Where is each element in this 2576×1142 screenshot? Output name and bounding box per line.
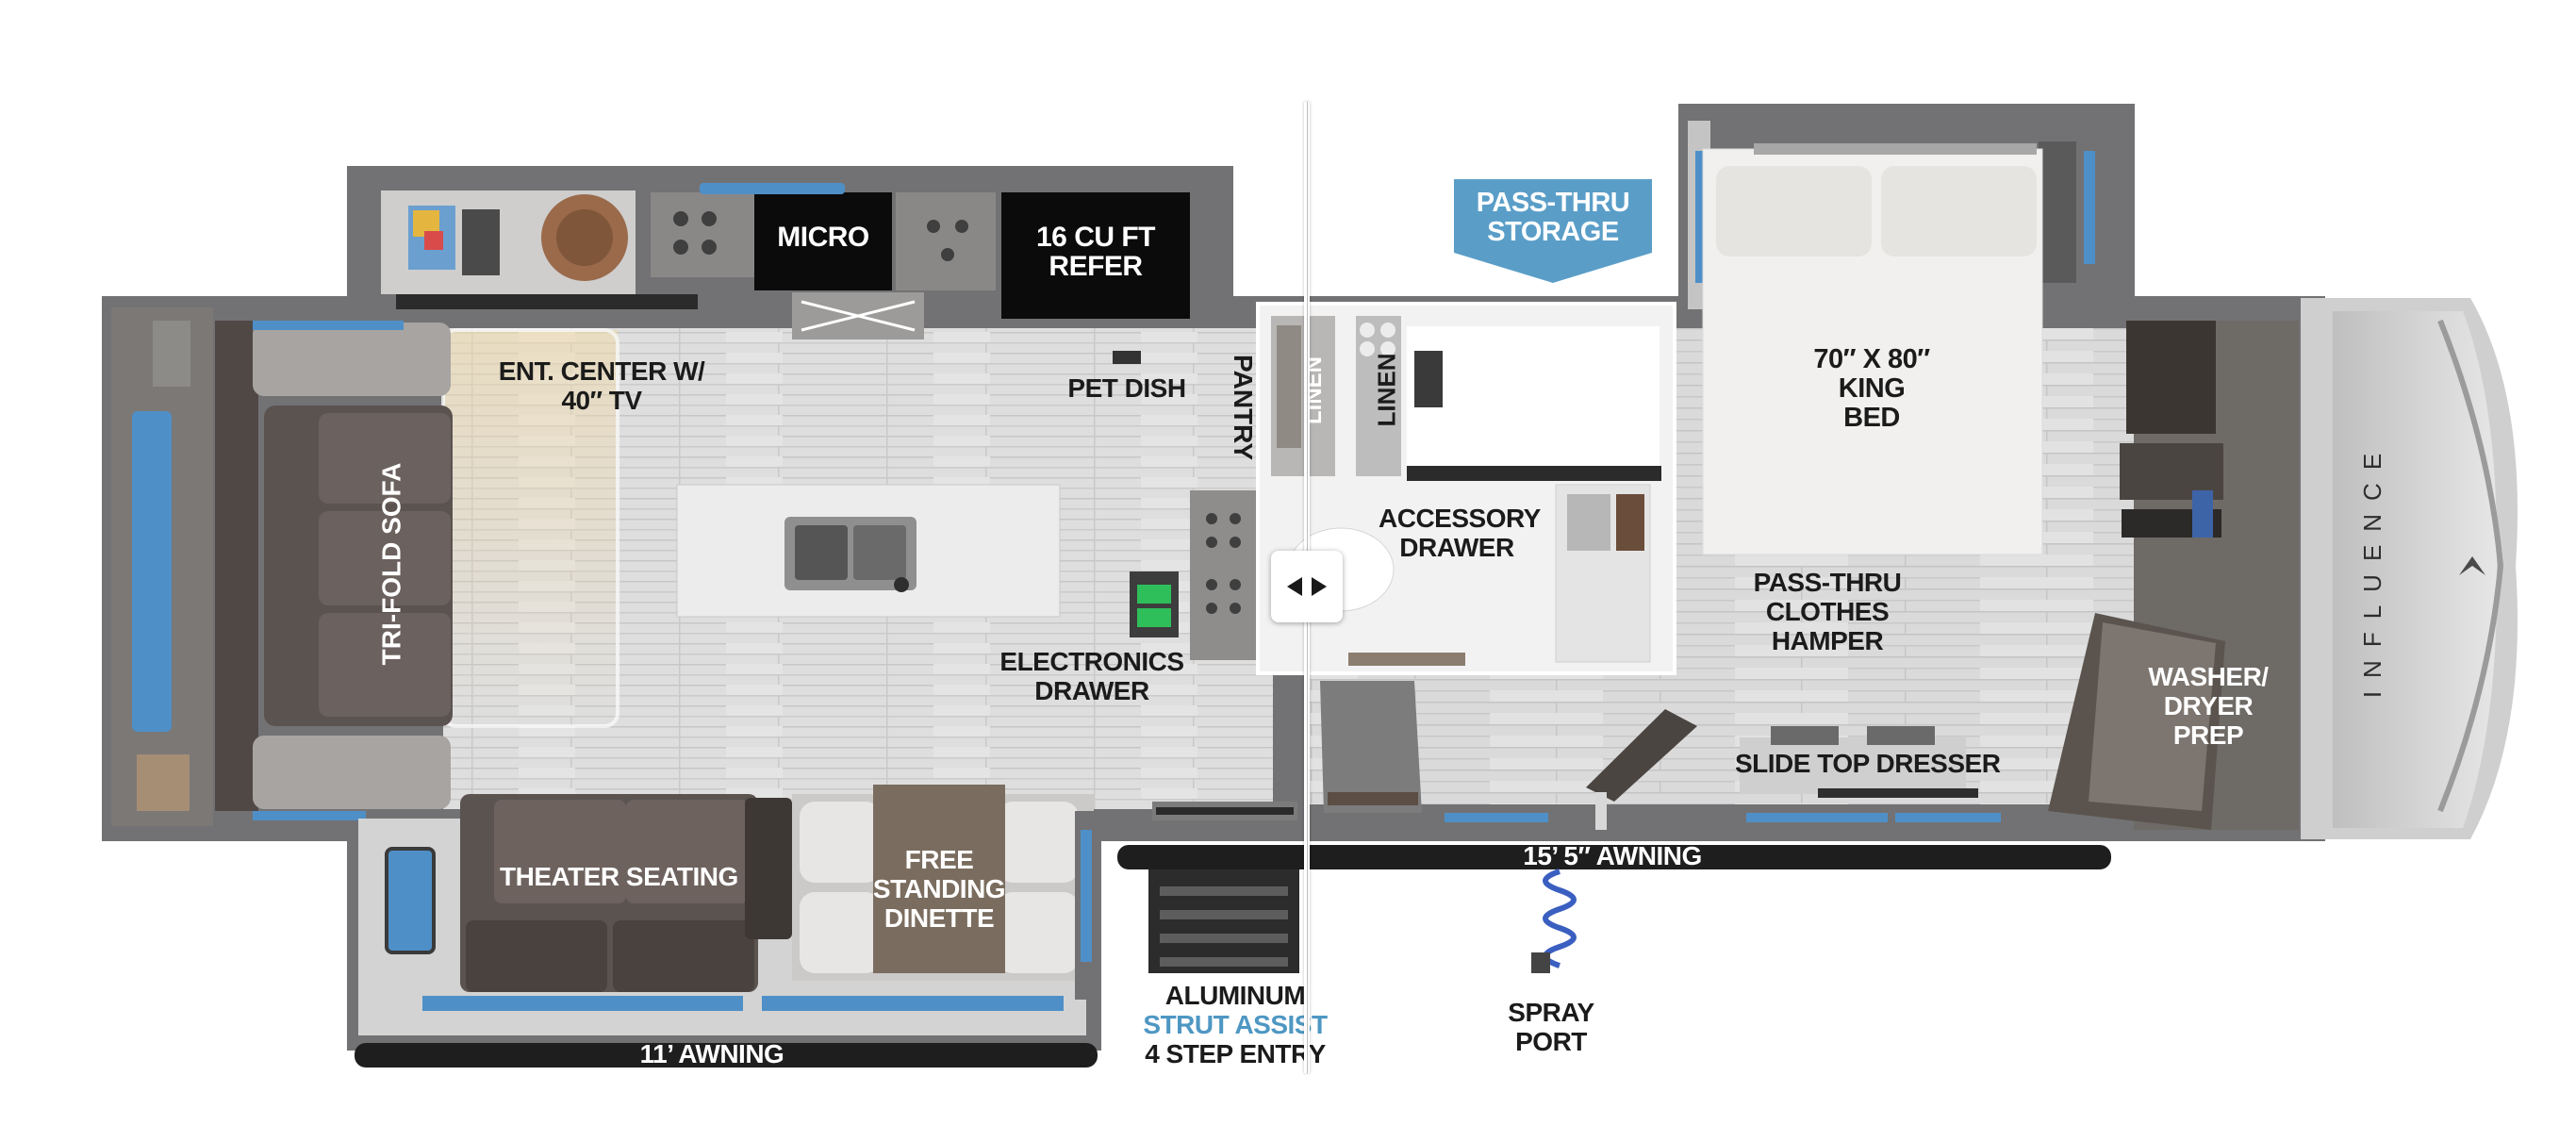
electronics-line-2: DRAWER xyxy=(1034,676,1149,705)
bedroom xyxy=(1688,121,2095,555)
tv-glow xyxy=(443,330,618,726)
pass-thru-storage-label: PASS-THRU STORAGE xyxy=(1454,189,1652,247)
entry-line-3: 4 STEP ENTRY xyxy=(1145,1039,1326,1068)
washer-dryer-line-1: WASHER/ xyxy=(2148,662,2269,691)
hamper-line-1: PASS-THRU xyxy=(1753,568,1902,597)
entry-label: ALUMINUM STRUT ASSIST 4 STEP ENTRY xyxy=(1141,981,1329,1068)
entry-steps xyxy=(1148,802,1299,973)
ent-center-line-2: 40″ TV xyxy=(561,386,642,415)
ent-center-label: ENT. CENTER w/ 40″ TV xyxy=(479,356,724,415)
pass-thru-storage-line-1: PASS-THRU xyxy=(1476,188,1630,218)
refer-line-1: 16 CU FT xyxy=(1035,222,1156,253)
linen-label-2: LINEN xyxy=(1372,353,1401,427)
dinette-line-2: STANDING xyxy=(872,874,1006,903)
tri-fold-sofa xyxy=(111,307,453,826)
pass-thru-storage-line-2: STORAGE xyxy=(1487,217,1619,247)
washer-dryer-line-2: DRYER xyxy=(2163,691,2254,720)
spray-port-line-2: PORT xyxy=(1515,1027,1587,1056)
entry-line-1: ALUMINUM xyxy=(1164,981,1306,1010)
awnings xyxy=(355,845,2111,1068)
brand-logo: INFLUENCE xyxy=(2358,439,2387,699)
dresser-area xyxy=(1320,681,2001,830)
entry-line-2: STRUT ASSIST xyxy=(1143,1010,1328,1039)
compare-slider-handle[interactable] xyxy=(1271,551,1343,622)
electronics-line-1: ELECTRONICS xyxy=(999,647,1184,676)
spray-port-label: SPRAY PORT xyxy=(1499,998,1603,1056)
awning-front-label: 15’ 5″ AWNING xyxy=(1523,841,1702,870)
refer-line-2: REFER xyxy=(1049,251,1143,282)
hamper-line-3: HAMPER xyxy=(1771,626,1884,655)
kitchen-slide xyxy=(381,183,1190,364)
awning-rear-label: 11’ AWNING xyxy=(639,1039,784,1068)
theater-seating-label: THEATER SEATING xyxy=(500,862,738,891)
refer-label: 16 CU FT REFER xyxy=(1001,223,1190,281)
king-bed-line-2: KING xyxy=(1838,373,1906,404)
spray-port-line-1: SPRAY xyxy=(1508,998,1594,1027)
washer-dryer-label: WASHER/ DRYER PREP xyxy=(2133,662,2284,750)
slide-top-dresser-label: SLIDE TOP DRESSER xyxy=(1735,749,2001,778)
hamper-line-2: CLOTHES xyxy=(1765,597,1890,626)
king-bed-line-1: 70″ x 80″ xyxy=(1813,344,1930,374)
king-bed-label: 70″ x 80″ KING BED xyxy=(1782,345,1961,433)
electronics-drawer-label: ELECTRONICS DRAWER xyxy=(998,647,1186,705)
dinette-line-3: DINETTE xyxy=(883,903,995,933)
spray-port xyxy=(1531,869,1577,973)
cooktop-and-pantry xyxy=(1130,490,1256,660)
pet-dish-label: PET DISH xyxy=(1067,373,1186,403)
kitchen-island xyxy=(676,484,1061,618)
theater-slide xyxy=(358,785,1099,1035)
washer-dryer-line-3: PREP xyxy=(2172,720,2244,750)
front-cap xyxy=(2301,298,2518,839)
accessory-line-2: DRAWER xyxy=(1399,533,1514,562)
accessory-drawer-label: ACCESSORY DRAWER xyxy=(1379,504,1541,562)
tri-fold-sofa-label: TRI-FOLD SOFA xyxy=(376,462,406,666)
micro-label: MICRO xyxy=(777,222,869,253)
ent-center-line-1: ENT. CENTER w/ xyxy=(498,356,705,386)
dinette-line-1: FREE xyxy=(904,845,974,874)
dinette-label: FREE STANDING DINETTE xyxy=(864,845,1015,933)
washer-dryer-closet xyxy=(2048,321,2225,830)
pantry-label: PANTRY xyxy=(1229,355,1258,460)
compare-slider-arrows-icon xyxy=(1287,577,1327,596)
pass-thru-storage-callout xyxy=(1454,179,1652,283)
accessory-line-1: ACCESSORY xyxy=(1379,504,1541,533)
pass-thru-hamper-label: PASS-THRU CLOTHES HAMPER xyxy=(1742,568,1912,655)
king-bed-line-3: BED xyxy=(1843,403,1900,433)
